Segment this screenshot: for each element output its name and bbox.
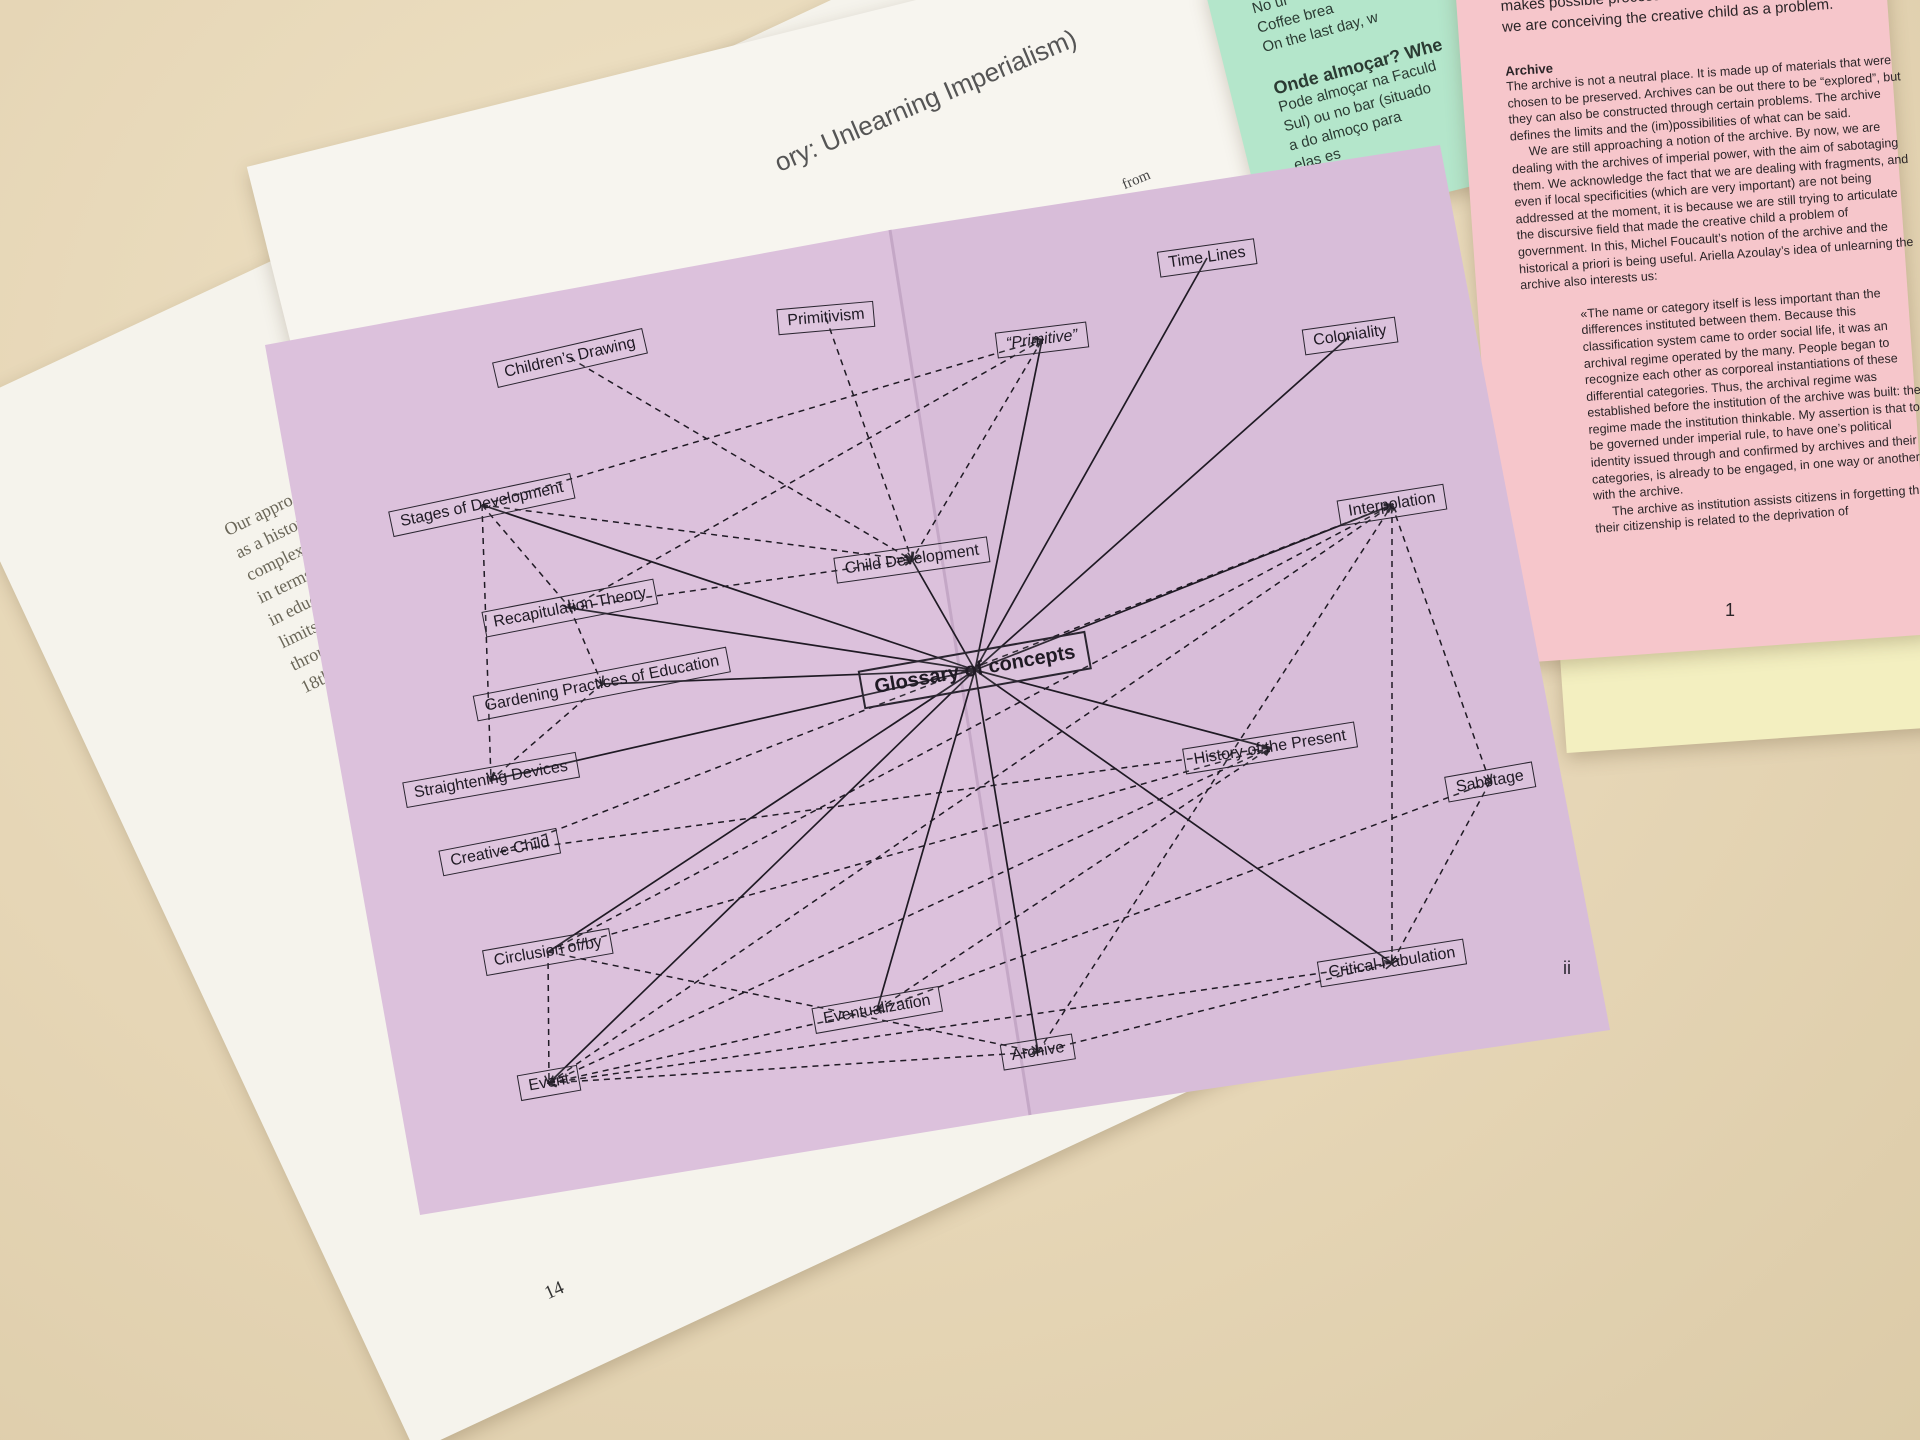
dashed-edge-recapitulation-to-primitive-quoted	[569, 340, 1042, 609]
edge-center-circlusion	[547, 669, 976, 953]
dashed-edge-gardening-to-straightening	[491, 683, 603, 780]
dashed-edge-circlusion-to-event	[548, 951, 549, 1083]
edge-center-archive	[974, 669, 1039, 1053]
dashed-edge-recapitulation-to-child-development	[569, 560, 912, 609]
dashed-edge-eventualization-to-event	[549, 1009, 878, 1083]
dashed-edge-creative-child-to-interpolation	[499, 505, 1392, 853]
dashed-edge-interpolation-to-sabotage	[1391, 504, 1490, 782]
dashed-edge-childrens-drawing-to-child-development	[569, 357, 912, 560]
edge-center-primitive-quoted	[974, 339, 1043, 671]
edge-center-time-lines	[974, 257, 1208, 671]
edge-center-stages	[481, 504, 976, 671]
pink-page-number: 1	[1725, 600, 1736, 620]
edge-center-recapitulation	[569, 607, 976, 671]
dashed-edge-critical-fabulation-to-event	[549, 962, 1393, 1083]
dashed-edge-circlusion-to-history-present	[547, 748, 1270, 953]
purple-right-page	[890, 145, 1610, 1115]
dashed-edge-creative-child-to-history-present	[499, 748, 1270, 853]
edge-center-gardening	[601, 669, 976, 685]
dashed-edge-recapitulation-to-gardening	[569, 607, 602, 684]
purple-spine	[888, 229, 1032, 1116]
dashed-edge-archive-to-critical-fabulation	[1037, 963, 1392, 1053]
edge-center-child-development	[911, 559, 976, 671]
dashed-edge-stages-to-child-development	[481, 504, 912, 560]
dashed-edge-event-to-interpolation	[548, 505, 1392, 1084]
dashed-edge-stages-to-straightening	[481, 504, 491, 780]
dashed-edge-eventualization-to-history-present	[876, 748, 1270, 1011]
page-numeral: ii	[1563, 958, 1571, 978]
dashed-edge-event-to-history-present	[548, 748, 1270, 1084]
edge-center-critical-fabulation	[974, 669, 1393, 964]
edge-center-straightening	[490, 669, 976, 781]
dashed-edge-sabotage-to-critical-fabulation	[1392, 781, 1491, 963]
dashed-edge-circlusion-to-interpolation	[547, 505, 1392, 953]
dashed-edge-archive-to-event	[549, 1051, 1039, 1083]
dashed-edge-circlusion-to-archive	[547, 951, 1038, 1052]
dashed-edge-primitive-quoted-to-child-development	[912, 339, 1043, 560]
dashed-edge-primitivism-to-child-development	[825, 317, 912, 560]
purple-left-page	[265, 230, 1030, 1215]
dashed-edge-stages-to-primitive-quoted	[481, 340, 1042, 506]
edge-center-history-present	[974, 669, 1271, 749]
edge-center-event	[548, 669, 976, 1084]
dashed-edge-archive-to-interpolation	[1037, 505, 1392, 1053]
dashed-edge-stages-to-recapitulation	[481, 504, 570, 608]
edge-center-coloniality	[974, 335, 1351, 671]
edge-center-eventualization	[876, 669, 976, 1011]
